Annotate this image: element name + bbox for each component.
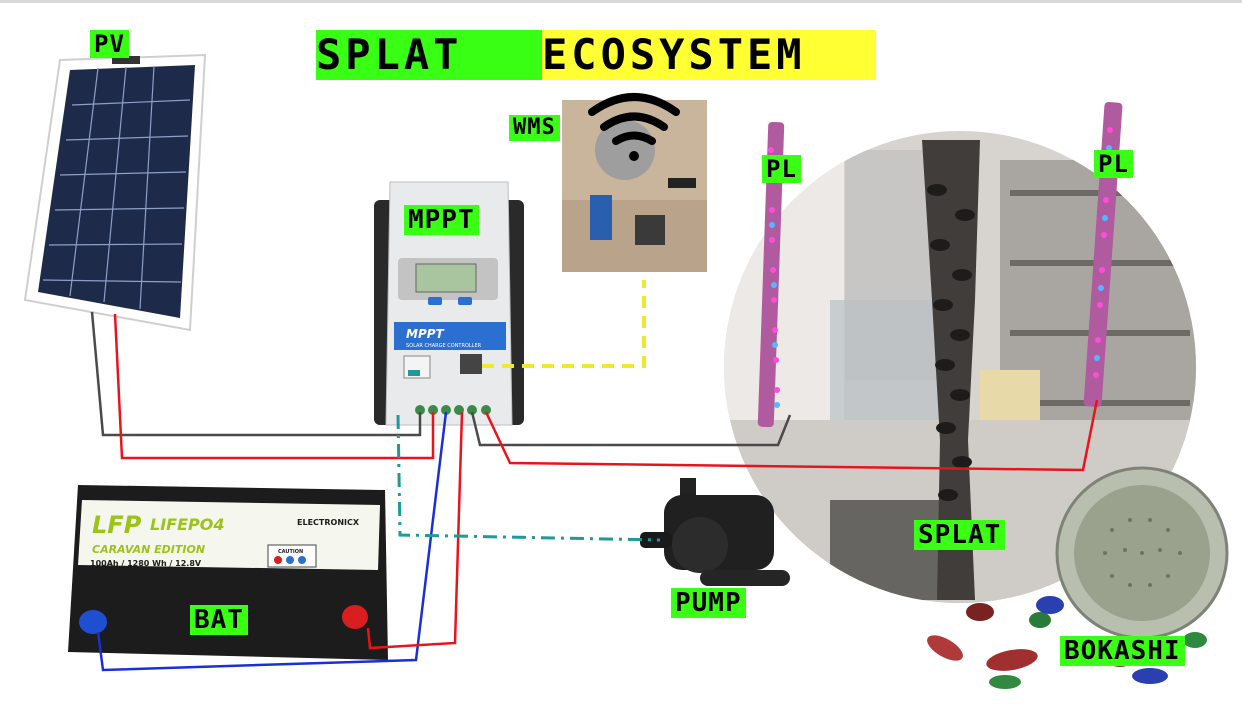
- title-part-2: ECOSYSTEM: [542, 30, 876, 80]
- pl-positive-wire: [484, 399, 1099, 472]
- label-pl-left: PL: [762, 155, 801, 183]
- label-pv: PV: [90, 30, 129, 58]
- solar-panel: [23, 53, 207, 332]
- label-mppt: MPPT: [404, 205, 479, 235]
- battery-spec-text: 100Ah / 1280 Wh / 12.8V: [90, 559, 202, 568]
- mppt-subtitle-text: SOLAR CHARGE CONTROLLER: [406, 343, 482, 349]
- splat-tower: [922, 140, 980, 600]
- battery-chem-text: LIFEPO4: [150, 515, 224, 534]
- battery-positive-wire: [366, 411, 464, 650]
- label-bokashi: BOKASHI: [1060, 636, 1185, 666]
- top-border: [0, 0, 1242, 3]
- pump-water-line: [396, 414, 661, 542]
- wms-photo: [562, 100, 707, 272]
- wms-signal-line: [482, 280, 646, 368]
- battery-caution-text: CAUTION: [278, 549, 303, 555]
- label-bat: BAT: [190, 605, 248, 635]
- battery-edition-text: CARAVAN EDITION: [92, 543, 205, 556]
- title-part-1: SPLAT: [316, 30, 542, 80]
- pv-negative-wire: [90, 311, 422, 437]
- label-pl-right: PL: [1094, 150, 1133, 178]
- pl-right-led-bar: [1083, 102, 1123, 407]
- pv-positive-wire: [113, 313, 435, 460]
- label-wms: WMS: [509, 115, 560, 141]
- pl-ground-wire: [470, 411, 792, 447]
- wiring: [90, 280, 1099, 672]
- bokashi-bin: [1055, 466, 1229, 640]
- battery-brand-text: ELECTRONICX: [297, 518, 360, 527]
- battery-caution-panel: [267, 544, 317, 568]
- mppt-controller: [374, 181, 524, 426]
- mppt-brand-text: MPPT: [406, 327, 445, 341]
- label-splat: SPLAT: [914, 520, 1006, 550]
- label-pump: PUMP: [671, 588, 746, 618]
- microbes: [927, 596, 1207, 689]
- water-pump: [640, 478, 790, 586]
- battery-logo-text: LFP: [92, 511, 142, 539]
- wifi-icon: [588, 93, 680, 161]
